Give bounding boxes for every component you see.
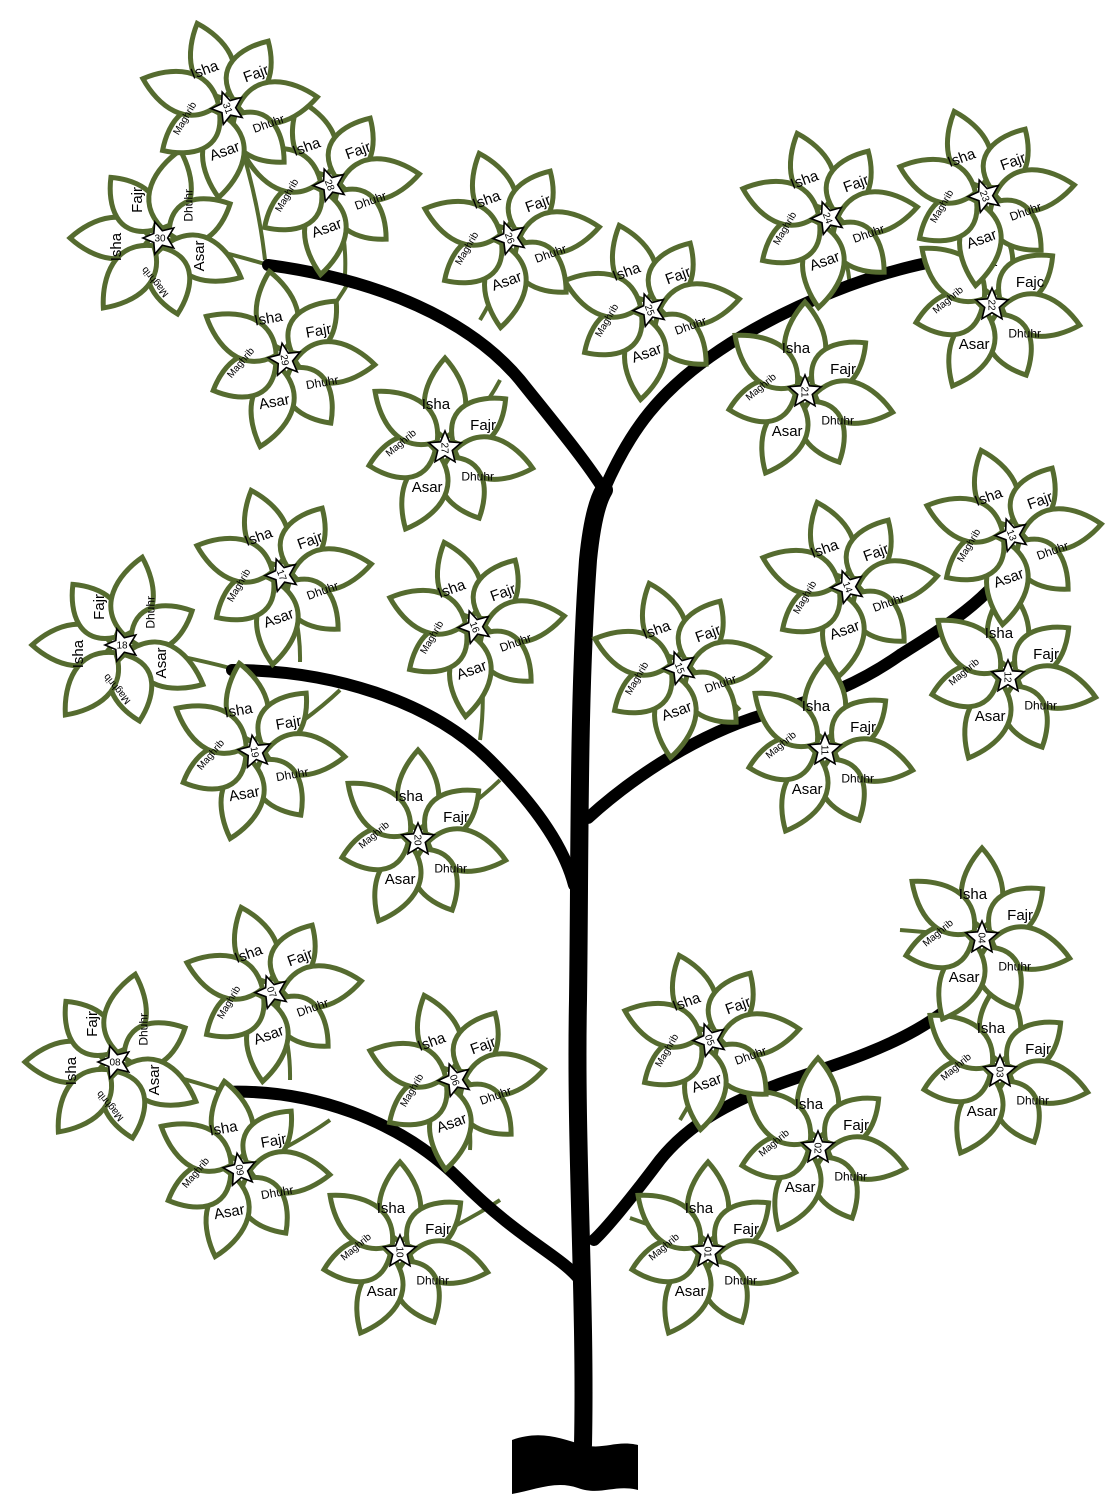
prayer-label-asar: Asar	[785, 1179, 816, 1196]
tree-branches	[222, 256, 1015, 1494]
prayer-label-dhuhr: Dhuhr	[841, 772, 874, 786]
prayer-label-fajr: Fajr	[425, 1221, 451, 1238]
day-number: 04	[975, 932, 986, 944]
day-number: 08	[109, 1058, 121, 1069]
prayer-label-isha: Isha	[377, 1200, 406, 1217]
prayer-label-asar: Asar	[367, 1283, 398, 1300]
prayer-label-fajr: Fajr	[470, 417, 496, 434]
prayer-label-fajr: Fajr	[443, 809, 469, 826]
day-number: 18	[116, 641, 128, 652]
prayer-label-isha: Isha	[108, 232, 125, 261]
prayer-label-fajr: Fajr	[830, 361, 856, 378]
prayer-label-fajr: Fajr	[1025, 1041, 1051, 1058]
prayer-label-dhuhr: Dhuhr	[461, 470, 494, 484]
prayer-label-isha: Isha	[959, 886, 988, 903]
prayer-label-isha: Isha	[685, 1200, 714, 1217]
prayer-label-dhuhr: Dhuhr	[1024, 699, 1057, 713]
prayer-label-isha: Isha	[422, 396, 451, 413]
day-number: 27	[438, 442, 449, 454]
prayer-label-dhuhr: Dhuhr	[434, 862, 467, 876]
prayer-label-asar: Asar	[959, 336, 990, 353]
prayer-label-asar: Asar	[792, 781, 823, 798]
prayer-label-asar: Asar	[675, 1283, 706, 1300]
prayer-label-fajr: Fajr	[91, 594, 108, 620]
prayer-label-asar: Asar	[975, 708, 1006, 725]
day-number: 01	[701, 1246, 712, 1258]
day-number: 12	[1001, 671, 1012, 683]
prayer-label-dhuhr: Dhuhr	[1016, 1094, 1049, 1108]
prayer-label-asar: Asar	[146, 1064, 163, 1095]
day-number: 11	[818, 745, 829, 756]
prayer-label-fajr: Fajr	[84, 1011, 101, 1037]
prayer-label-asar: Asar	[385, 871, 416, 888]
prayer-label-isha: Isha	[782, 340, 811, 357]
prayer-label-isha: Isha	[985, 625, 1014, 642]
prayer-label-dhuhr: Dhuhr	[1008, 327, 1041, 341]
prayer-label-isha: Isha	[795, 1096, 824, 1113]
day-flower-06: FajrDhuhrAsarMaghribIsha06	[346, 964, 572, 1193]
tree-trunk	[577, 490, 604, 1445]
tree-base	[512, 1435, 638, 1494]
prayer-label-asar: Asar	[412, 479, 443, 496]
prayer-label-asar: Asar	[191, 240, 208, 271]
prayer-label-asar: Asar	[949, 969, 980, 986]
prayer-label-dhuhr: Dhuhr	[821, 414, 854, 428]
day-number: 22	[985, 299, 996, 311]
day-flower-11: FajrDhuhrAsarMaghribIsha11	[742, 660, 917, 840]
prayer-label-asar: Asar	[772, 423, 803, 440]
day-number: 20	[411, 834, 422, 846]
prayer-label-dhuhr: Dhuhr	[724, 1274, 757, 1288]
day-number: 30	[154, 234, 166, 245]
prayer-label-asar: Asar	[967, 1103, 998, 1120]
day-number: 03	[993, 1066, 1004, 1078]
prayer-label-asar: Asar	[153, 647, 170, 678]
prayer-label-dhuhr: Dhuhr	[998, 960, 1031, 974]
prayer-label-dhuhr: Dhuhr	[144, 596, 158, 629]
prayer-label-isha: Isha	[63, 1056, 80, 1085]
prayer-label-isha: Isha	[977, 1020, 1006, 1037]
prayer-label-isha: Isha	[802, 698, 831, 715]
prayer-label-isha: Isha	[395, 788, 424, 805]
prayer-label-dhuhr: Dhuhr	[416, 1274, 449, 1288]
prayer-label-fajr: Fajr	[850, 719, 876, 736]
day-number: 21	[798, 386, 809, 398]
day-flower-23: FajrDhuhrAsarMaghribIsha23	[876, 80, 1102, 309]
prayer-label-fajr: Fajr	[129, 187, 146, 213]
prayer-label-fajr: Fajr	[843, 1117, 869, 1134]
prayer-label-fajr: Fajr	[733, 1221, 759, 1238]
prayer-label-fajr: Fajr	[1007, 907, 1033, 924]
prayer-label-isha: Isha	[70, 639, 87, 668]
prayer-label-fajc: Fajc	[1016, 274, 1045, 291]
day-number: 10	[393, 1246, 404, 1258]
prayer-label-dhuhr: Dhuhr	[137, 1013, 151, 1046]
prayer-label-dhuhr: Dhuhr	[834, 1170, 867, 1184]
prayer-label-dhuhr: Dhuhr	[182, 189, 196, 222]
prayer-label-fajr: Fajr	[1033, 646, 1059, 663]
day-number: 02	[811, 1142, 822, 1154]
